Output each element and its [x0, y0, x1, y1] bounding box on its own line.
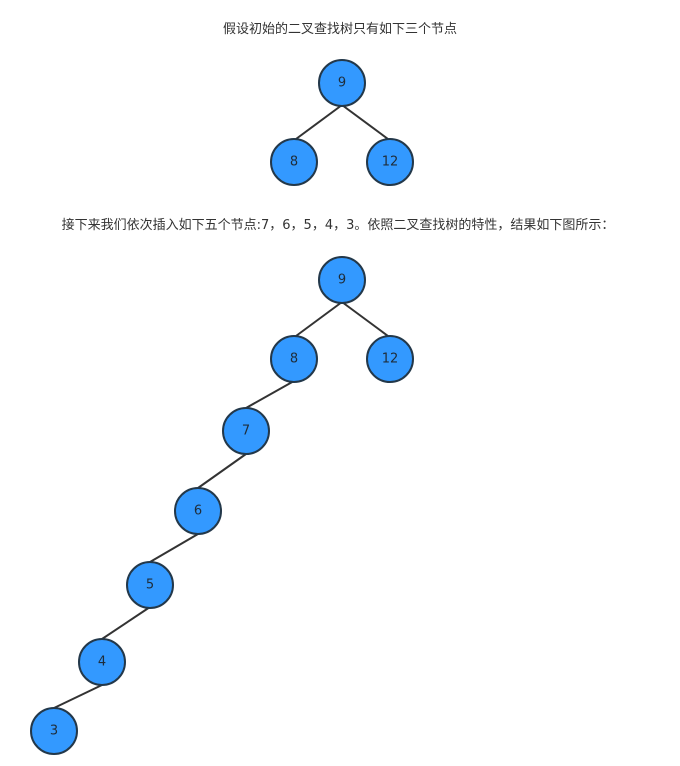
- node-label: 5: [146, 578, 154, 593]
- node-label: 12: [382, 352, 399, 367]
- node-label: 8: [290, 155, 298, 170]
- node-label: 9: [338, 273, 346, 288]
- node-3: 3: [30, 707, 78, 755]
- node-5: 5: [126, 561, 174, 609]
- node-label: 8: [290, 352, 298, 367]
- edge-4-3: [53, 684, 103, 709]
- edge-8-7: [245, 380, 295, 409]
- edge-9-12: [341, 301, 389, 337]
- node-6: 6: [174, 487, 222, 535]
- node-9: 9: [318, 256, 366, 304]
- node-4: 4: [78, 638, 126, 686]
- node-label: 9: [338, 76, 346, 91]
- node-8: 8: [270, 138, 318, 186]
- caption-after-insert: 接下来我们依次插入如下五个节点:7，6，5，4，3。依照二叉查找树的特性，结果如…: [61, 218, 615, 233]
- node-label: 12: [382, 155, 399, 170]
- edge-5-4: [101, 606, 151, 640]
- edge-9-8: [295, 301, 343, 337]
- node-label: 3: [50, 724, 58, 739]
- edge-9-12: [341, 104, 389, 140]
- node-label: 6: [194, 504, 202, 519]
- node-label: 4: [98, 655, 106, 670]
- node-12: 12: [366, 335, 414, 383]
- node-label: 7: [242, 424, 250, 439]
- node-9: 9: [318, 59, 366, 107]
- node-7: 7: [222, 407, 270, 455]
- caption-initial-tree: 假设初始的二叉查找树只有如下三个节点: [222, 22, 457, 37]
- node-8: 8: [270, 335, 318, 383]
- edge-7-6: [197, 453, 247, 489]
- diagram-initial-tree: 9 8 12: [270, 59, 414, 186]
- edge-9-8: [295, 104, 343, 140]
- node-12: 12: [366, 138, 414, 186]
- edge-6-5: [149, 533, 199, 563]
